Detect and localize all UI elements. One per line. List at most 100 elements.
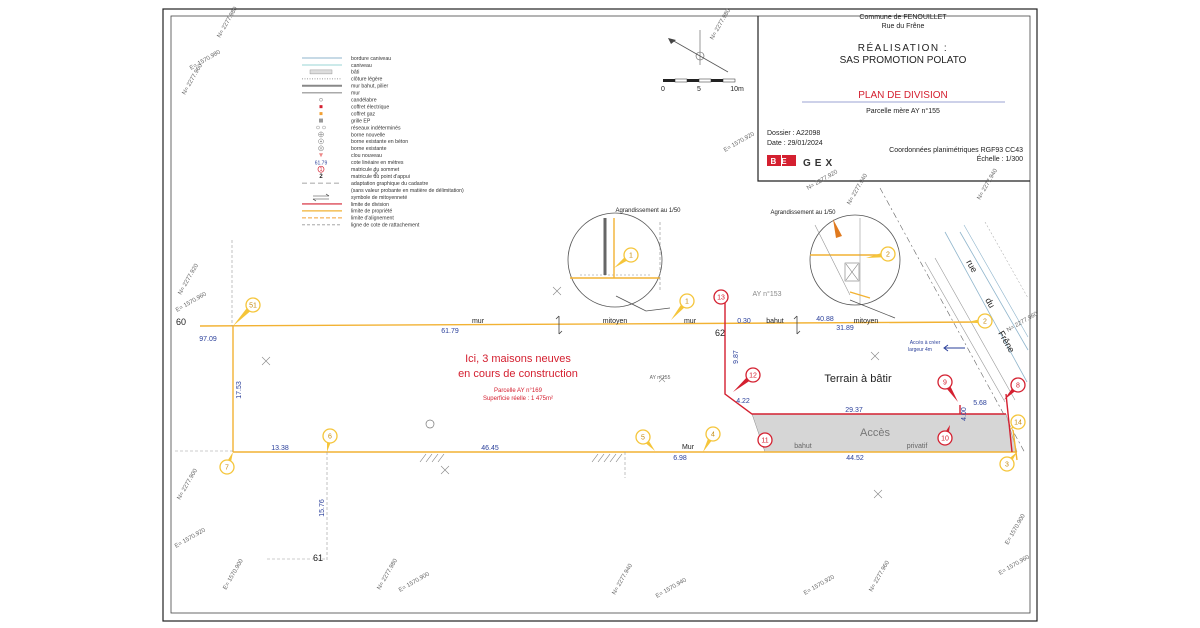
marker-label: 1: [685, 299, 689, 306]
legend-symbol-circles: [316, 125, 326, 130]
logo-box-text: BE: [770, 157, 791, 166]
grid-tick: E= 1570.920: [174, 527, 207, 550]
grid-tick: N= 2277.940: [847, 173, 870, 206]
label-privatif: privatif: [907, 443, 928, 450]
commune-text: Commune de FENOUILLET: [859, 14, 947, 21]
division-lines: [724, 302, 1013, 453]
legend-label: mur: [351, 91, 360, 97]
legend-symbol-num2: 2: [319, 174, 323, 180]
access-note-1: Accès à créer: [910, 340, 941, 346]
marker-p2: 2: [968, 313, 993, 329]
marker-p1z: 1: [614, 247, 639, 268]
realisation-label: RÉALISATION :: [858, 41, 948, 54]
sheet-border: [162, 8, 1038, 622]
marker-label: 14: [1014, 420, 1022, 427]
grid-tick: N= 2277.940: [612, 563, 635, 596]
ay155-label: AY n°155: [650, 375, 671, 381]
legend-symbol-orange-sq: [319, 112, 323, 116]
legend-label: bordure caniveau: [351, 56, 391, 62]
marker-p51: 51: [233, 297, 261, 326]
dossier-text: Dossier : A22098: [767, 130, 820, 137]
legend-symbol-sun: [319, 97, 323, 102]
street-frene: Frêne: [996, 329, 1016, 354]
marker-label: 12: [749, 373, 757, 380]
access-label: Accès: [860, 427, 890, 439]
grid-tick: N= 2277.980: [710, 8, 733, 41]
marker-p4: 4: [703, 426, 721, 452]
scale-bar-0: 0: [661, 86, 665, 93]
wall-hatches: [419, 453, 623, 463]
ay153-label: AY n°153: [752, 290, 781, 298]
legend-label: adaptation graphique du cadastre: [351, 181, 428, 187]
grid-tick: N= 2277.980: [377, 558, 400, 591]
north-arrow-icon: [668, 30, 729, 73]
zoom-2-title: Agrandissement au 1/50: [770, 210, 836, 216]
legend-symbol-circ-dot: [318, 138, 324, 145]
legend-label: cote linéaire en mètres: [351, 160, 404, 166]
dim-0-30: 0.30: [737, 318, 751, 325]
area-label: Superficie réelle : 1 475m²: [483, 396, 553, 402]
marker-p1: 1: [671, 293, 695, 320]
marker-label: 5: [641, 435, 645, 442]
grid-tick: E= 1570.900: [398, 571, 431, 594]
marker-p9: 9: [937, 374, 958, 402]
legend-label: matricule du point d'appui: [351, 174, 410, 180]
label-mur-bottom: Mur: [682, 444, 695, 451]
legend-label: borne nouvelle: [351, 132, 385, 138]
marker-label: 10: [941, 436, 949, 443]
dim-29-37: 29.37: [845, 407, 863, 414]
dim-17-53: 17.53: [236, 381, 243, 399]
legend-label: candélabre: [351, 98, 377, 104]
grid-tick: N= 2277.920: [178, 263, 201, 296]
access-arrow-icon: [943, 344, 965, 352]
legend-symbol-num: 61.79: [315, 160, 328, 166]
grid-tick: E= 1570.920: [803, 574, 836, 597]
zoom-detail-2: [809, 214, 901, 319]
legend-label: coffret gaz: [351, 111, 376, 117]
plan-frame: [170, 15, 1031, 614]
marker-p6: 6: [322, 428, 338, 452]
legend-label: caniveau: [351, 63, 372, 69]
marker-label: 8: [1016, 383, 1020, 390]
legend-label: ligne de cote de rattachement: [351, 223, 420, 229]
dim-13-38: 13.38: [271, 445, 289, 452]
dim-61-79: 61.79: [441, 328, 459, 335]
dim-4-00: 4.00: [961, 407, 968, 421]
dimension-labels: 61.79 97.09 17.53 13.38 46.45 6.98 44.52…: [199, 316, 987, 517]
point-60: 60: [176, 317, 186, 327]
dim-40-88: 40.88: [816, 316, 834, 323]
mitoyennete-symbols: [555, 315, 801, 335]
marker-label: 2: [983, 319, 987, 326]
legend-label: matricule du sommet: [351, 167, 400, 173]
legend-label: grille EP: [351, 118, 371, 124]
logo-box-2: [782, 155, 796, 166]
marker-p2z: 2: [866, 246, 896, 262]
legend-label: réseaux indéterminés: [351, 125, 401, 131]
promoter-text: SAS PROMOTION POLATO: [840, 55, 967, 66]
scale-text: Échelle : 1/300: [977, 154, 1023, 163]
point-61: 61: [313, 553, 323, 563]
street-du: du: [983, 296, 997, 310]
dim-97-09: 97.09: [199, 336, 217, 343]
dim-31-89: 31.89: [836, 325, 854, 332]
grid-tick: E= 1570.900: [1005, 513, 1028, 546]
marker-p5: 5: [635, 429, 655, 451]
reference-lines: [175, 240, 626, 560]
label-mitoyen-1: mitoyen: [603, 318, 628, 325]
scale-bar-10: 10m: [730, 86, 744, 93]
dim-44-52: 44.52: [846, 455, 864, 462]
legend-label: bâti: [351, 70, 359, 76]
marker-label: 3: [1005, 462, 1009, 469]
legend-label: limite d'alignement: [351, 216, 394, 222]
marker-p8: 8: [1004, 377, 1026, 400]
marker-label: 6: [328, 434, 332, 441]
dim-5-68: 5.68: [973, 400, 987, 407]
legend-label: clou nouveau: [351, 153, 382, 159]
legend-label: limite de propriété: [351, 209, 392, 215]
network-point: [425, 419, 435, 429]
street-text: Rue du Frêne: [882, 23, 925, 30]
legend-label: mur bahut, pilier: [351, 84, 388, 90]
plan-title: PLAN DE DIVISION: [858, 90, 947, 101]
